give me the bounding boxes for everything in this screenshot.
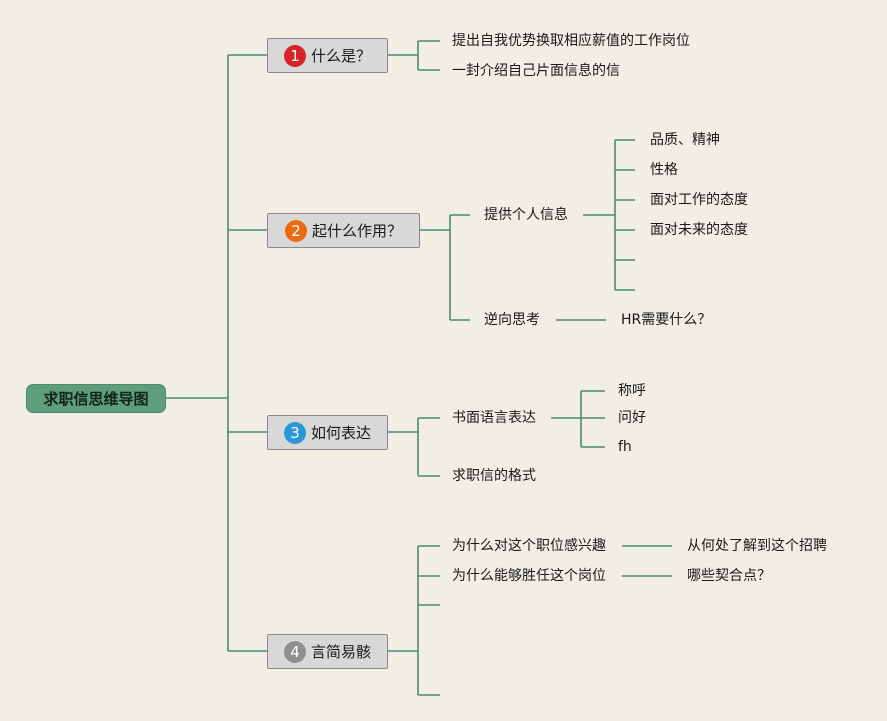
interest-node[interactable]: 为什么对这个职位感兴趣 [452,538,606,554]
root-node[interactable]: 求职信思维导图 [26,384,166,413]
work-attitude-node[interactable]: 面对工作的态度 [650,192,748,208]
number-4-badge-icon: 4 [283,640,306,663]
topic-2-connector [420,214,470,321]
provide-info-connector [583,139,635,291]
topic-1-node[interactable]: 1 什么是？ [267,38,388,73]
letter-format-node[interactable]: 求职信的格式 [452,468,536,484]
written-expr-connector [551,390,605,448]
written-expr-node[interactable]: 书面语言表达 [452,410,536,426]
future-attitude-node[interactable]: 面对未来的态度 [650,222,748,238]
topic-1-child-1[interactable]: 提出自我优势换取相应薪值的工作岗位 [452,33,690,49]
topic-3-connector [388,417,440,477]
topic-1-connector [388,40,440,71]
topic-4-connector [388,545,440,696]
topic-1-child-2[interactable]: 一封介绍自己片面信息的信 [452,63,620,79]
root-label: 求职信思维导图 [43,390,149,408]
personality-node[interactable]: 性格 [650,162,678,178]
topic-4-label: 言简易骸 [310,643,371,661]
topic-2-node[interactable]: 2 起什么作用？ [267,213,420,248]
number-3-badge-icon: 3 [283,421,306,444]
salutation-node[interactable]: 称呼 [618,383,646,399]
topic-4-node[interactable]: 4 言简易骸 [267,634,388,669]
hr-needs-node[interactable]: HR需要什么？ [621,312,712,328]
number-2-badge-icon: 2 [284,219,307,242]
topic-1-label: 什么是？ [310,47,371,65]
fit-points-node[interactable]: 哪些契合点？ [687,568,771,584]
topic-3-label: 如何表达 [310,424,371,442]
capable-node[interactable]: 为什么能够胜任这个岗位 [452,568,606,584]
reverse-think-node[interactable]: 逆向思考 [484,312,540,328]
number-1-badge-icon: 1 [283,44,306,67]
provide-info-node[interactable]: 提供个人信息 [484,207,568,223]
fh-node[interactable]: fh [618,439,632,455]
greeting-node[interactable]: 问好 [618,410,646,426]
quality-spirit-node[interactable]: 品质、精神 [650,132,720,148]
how-learned-node[interactable]: 从何处了解到这个招聘 [687,538,827,554]
root-connector [166,54,268,652]
topic-3-node[interactable]: 3 如何表达 [267,415,388,450]
topic-2-label: 起什么作用？ [311,222,402,240]
